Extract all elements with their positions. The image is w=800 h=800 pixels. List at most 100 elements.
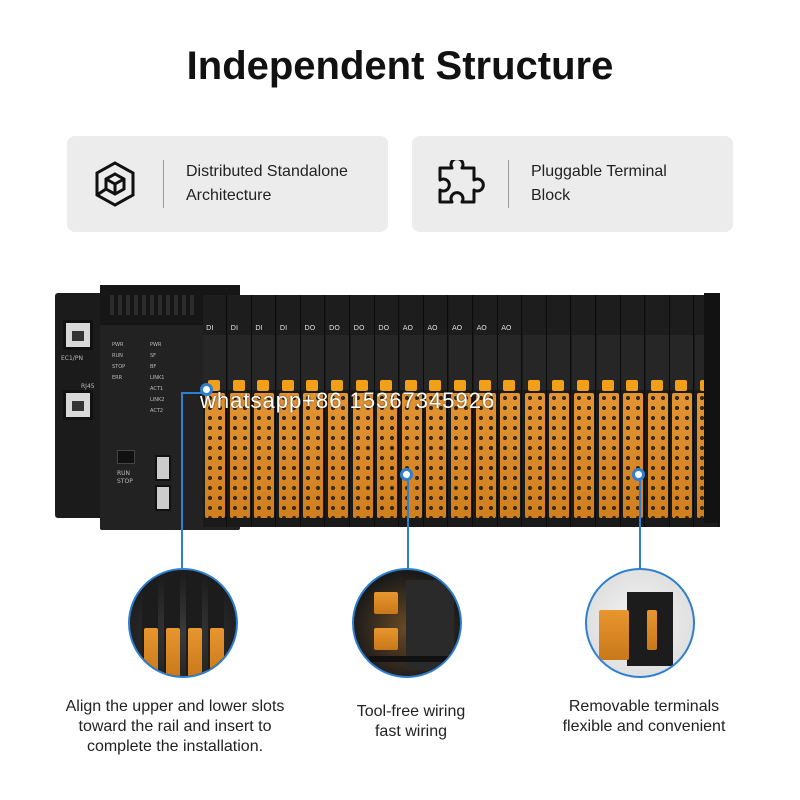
- terminal-block: [623, 393, 644, 518]
- caption-tool-free-wiring: Tool-free wiring fast wiring: [331, 702, 491, 742]
- feature-line-2: Block: [531, 187, 571, 204]
- feature-text: Distributed Standalone Architecture: [186, 160, 386, 208]
- terminal-block: [524, 393, 545, 518]
- led-label: LINK2: [150, 397, 165, 403]
- io-module: DO: [375, 295, 400, 527]
- puzzle-piece-icon: [412, 136, 508, 232]
- terminal-block: [598, 393, 619, 518]
- io-module: DI: [252, 295, 277, 527]
- terminal-latch: [355, 380, 368, 391]
- io-module: DO: [301, 295, 326, 527]
- terminal-latch: [331, 380, 343, 391]
- end-cap: [704, 293, 720, 523]
- terminal-latch: [208, 380, 220, 391]
- module-type-label: AO: [452, 324, 463, 332]
- terminal-block: [574, 393, 594, 518]
- led-label: LINK1: [150, 375, 165, 381]
- terminal-latch: [552, 380, 565, 391]
- ethernet-port-icon: [63, 390, 93, 420]
- terminal-block: [475, 393, 496, 518]
- io-module: DO: [326, 295, 350, 527]
- module-type-label: DO: [304, 324, 316, 332]
- connector-line-2: [407, 480, 409, 568]
- io-module: [522, 295, 547, 527]
- io-module: [596, 295, 621, 527]
- caption-slot-alignment: Align the upper and lower slots toward t…: [45, 697, 305, 757]
- caption-line: Align the upper and lower slots: [65, 698, 285, 715]
- callout-marker: [632, 468, 645, 481]
- module-type-label: DO: [353, 324, 365, 332]
- connector-line-1b: [181, 392, 203, 394]
- module-type-label: DI: [255, 324, 263, 332]
- terminal-latch: [503, 380, 516, 391]
- io-module: AO: [498, 295, 523, 527]
- terminal-block: [205, 393, 225, 518]
- io-module: [670, 295, 695, 527]
- terminal-latch: [281, 380, 294, 391]
- caption-line: flexible and convenient: [562, 718, 726, 735]
- led-labels-left: PWR RUN STOP ERR: [112, 340, 125, 384]
- led-label: ACT2: [150, 408, 164, 414]
- terminal-block: [278, 393, 299, 518]
- terminal-block: [328, 393, 348, 518]
- terminal-latch: [626, 380, 639, 391]
- caption-line: complete the installation.: [86, 738, 264, 755]
- terminal-block: [352, 393, 373, 518]
- module-type-label: AO: [476, 324, 487, 332]
- terminal-latch: [527, 380, 540, 391]
- terminal-block: [500, 393, 521, 518]
- card-divider: [508, 160, 509, 208]
- terminal-block: [303, 393, 324, 518]
- io-module: AO: [399, 295, 424, 527]
- terminal-block: [401, 393, 422, 518]
- callout-marker: [400, 468, 413, 481]
- caption-line: Removable terminals: [568, 698, 720, 715]
- terminal-latch: [454, 380, 466, 391]
- card-divider: [163, 160, 164, 208]
- detail-tool-free-wiring: [352, 568, 462, 678]
- terminal-block: [254, 393, 275, 518]
- terminal-latch: [650, 380, 663, 391]
- feature-line-1: Distributed Standalone: [186, 163, 348, 180]
- callout-marker: [200, 383, 213, 396]
- terminal-latch: [306, 380, 319, 391]
- port-label: EC1/PN: [61, 355, 83, 362]
- caption-removable-terminals: Removable terminals flexible and conveni…: [546, 697, 742, 737]
- terminal-block: [549, 393, 570, 518]
- io-module: AO: [424, 295, 449, 527]
- led-label: PWR: [150, 342, 162, 348]
- io-device-image: EC1/PN RJ45 PWR RUN STOP ERR PWR SF BF L…: [55, 285, 720, 535]
- ethernet-port-icon: [63, 320, 93, 350]
- run-stop-switch: [117, 450, 135, 464]
- terminal-block: [229, 393, 250, 518]
- led-label: STOP: [112, 364, 126, 370]
- page-title: Independent Structure: [186, 44, 614, 88]
- io-module: [621, 295, 646, 527]
- caption-line: fast wiring: [374, 723, 448, 740]
- detail-slot-alignment: [128, 568, 238, 678]
- terminal-latch: [675, 380, 688, 391]
- feature-line-2: Architecture: [186, 187, 272, 204]
- io-module: DI: [276, 295, 301, 527]
- led-label: ACT1: [150, 386, 164, 392]
- terminal-block: [451, 393, 471, 518]
- terminal-block: [426, 393, 447, 518]
- usb-port-icon: [155, 485, 171, 511]
- usb-port-icon: [155, 455, 171, 481]
- terminal-latch: [232, 380, 245, 391]
- module-type-label: AO: [501, 324, 512, 332]
- switch-label: RUN: [117, 470, 131, 477]
- connector-line-1: [181, 392, 183, 568]
- feature-card-pluggable: Pluggable Terminal Block: [412, 136, 733, 232]
- watermark-text: whatsapp+86 15367345926: [200, 388, 496, 413]
- module-type-label: AO: [402, 324, 413, 332]
- feature-line-1: Pluggable Terminal: [531, 163, 667, 180]
- module-type-label: AO: [427, 324, 438, 332]
- led-label: BF: [150, 364, 157, 370]
- led-labels-right: PWR SF BF LINK1 ACT1 LINK2 ACT2: [150, 340, 164, 417]
- switch-label: STOP: [117, 478, 133, 485]
- module-type-label: DI: [206, 324, 214, 332]
- module-type-label: DI: [279, 324, 288, 332]
- io-module: AO: [473, 295, 498, 527]
